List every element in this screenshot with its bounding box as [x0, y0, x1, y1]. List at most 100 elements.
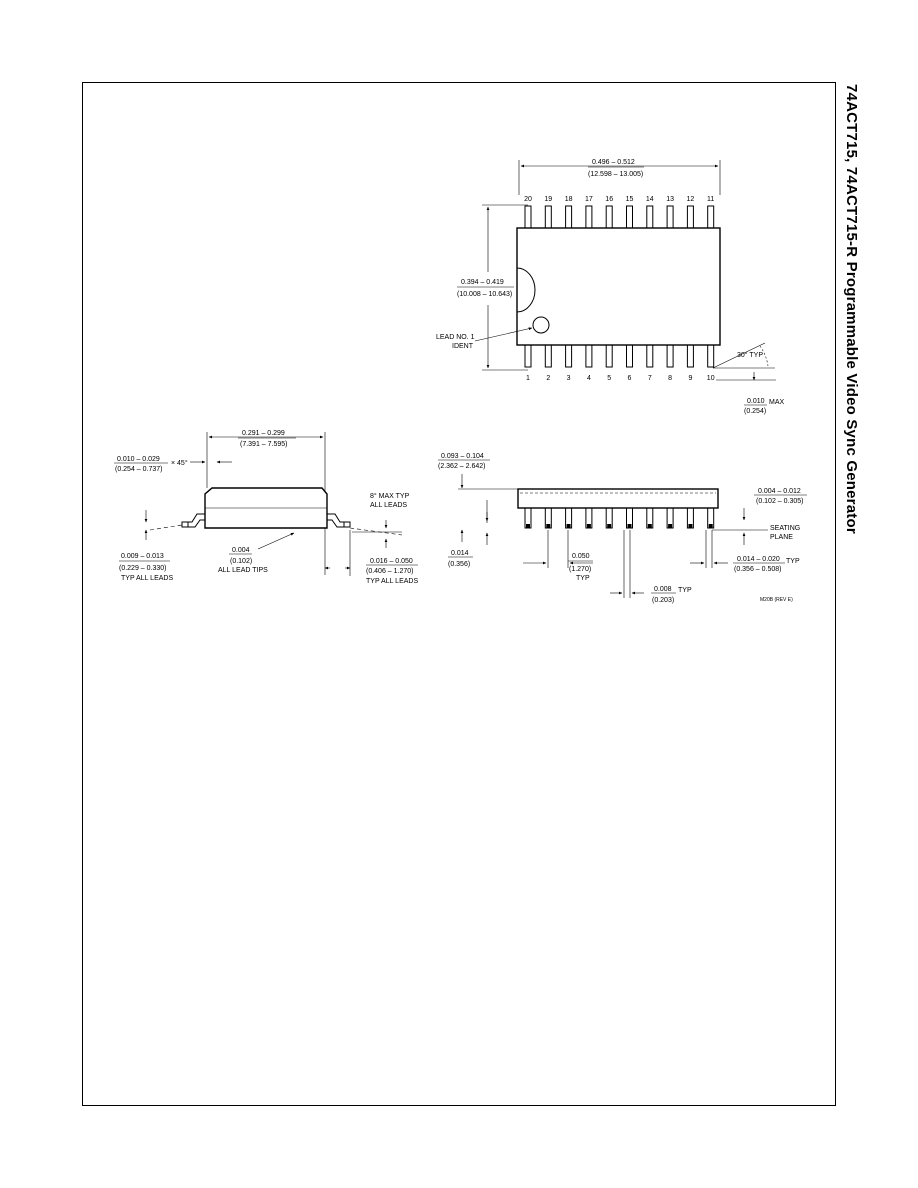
bottom-pin [707, 344, 715, 368]
tip-note: ALL LEAD TIPS [218, 567, 268, 574]
bottom-pin-number: 8 [668, 375, 672, 382]
tip-in: 0.004 [232, 547, 250, 554]
top-pin-number: 17 [585, 196, 593, 203]
chamfer-mm: (0.254 – 0.737) [115, 466, 162, 473]
top-pin [707, 205, 715, 229]
seating-2: PLANE [770, 534, 793, 541]
bottom-pin-number: 3 [567, 375, 571, 382]
top-pin [565, 205, 573, 229]
bottom-pin [686, 344, 694, 368]
bottom-pin-number: 6 [628, 375, 632, 382]
bottom-pin [544, 344, 552, 368]
lead-ident-label-1: LEAD NO. 1 [436, 334, 475, 341]
top-width-in: 0.496 – 0.512 [592, 159, 635, 166]
top-pin [524, 205, 532, 229]
foot-in: 0.016 – 0.050 [370, 558, 413, 565]
lead-thick-mm: (0.229 – 0.330) [119, 565, 166, 572]
top-pin [544, 205, 552, 229]
lead-ident-label-2: IDENT [452, 343, 474, 350]
min-in: 0.014 [451, 550, 469, 557]
pitch-mm: (1.270) [569, 566, 591, 573]
top-angle-label: 30° TYP [737, 351, 763, 359]
top-pin [626, 205, 633, 229]
standoff-in: 0.004 – 0.012 [758, 488, 801, 495]
top-pin [605, 205, 613, 229]
top-pin [686, 205, 694, 229]
top-pin-number: 13 [666, 196, 674, 203]
lead-thick-note: TYP ALL LEADS [121, 575, 173, 582]
top-max-in: 0.010 [747, 398, 765, 405]
bottom-pin [605, 344, 613, 368]
top-height-mm: (10.008 – 10.643) [457, 291, 512, 298]
pitch-in: 0.050 [572, 553, 590, 560]
left-lead [182, 513, 205, 523]
chamfer-in: 0.010 – 0.029 [117, 456, 160, 463]
package-body-top [516, 227, 721, 346]
package-body-front [517, 488, 719, 509]
top-pin [646, 205, 654, 229]
bottom-pin-number: 10 [707, 375, 715, 382]
bottom-pin-number: 2 [546, 375, 550, 382]
bottom-pin [585, 344, 593, 368]
top-pin-number: 19 [544, 196, 552, 203]
foot-mm: (0.406 – 1.270) [366, 568, 413, 575]
front-pin-foot [526, 524, 530, 528]
pitch-note: TYP [576, 575, 590, 582]
lead-1-ident-dot [532, 316, 550, 334]
gap-typ: TYP [678, 587, 692, 594]
front-pin-foot [708, 524, 713, 528]
top-pin-number: 18 [565, 196, 573, 203]
right-lead [327, 513, 350, 523]
side-width-mm: (7.391 – 7.595) [240, 441, 287, 448]
bottom-pin [666, 344, 674, 368]
top-pin-number: 20 [524, 196, 532, 203]
lead-width-typ: TYP [786, 558, 800, 565]
side-angle-2: ALL LEADS [370, 502, 407, 509]
front-pin-foot [566, 524, 571, 528]
lead-width-mm: (0.356 – 0.508) [734, 566, 781, 573]
bottom-pin [565, 344, 573, 368]
lead-width-in: 0.014 – 0.020 [737, 556, 780, 563]
side-angle-1: 8° MAX TYP [370, 492, 410, 500]
orientation-notch [516, 267, 536, 313]
front-pin-foot [688, 524, 693, 528]
top-pin-number: 14 [646, 196, 654, 203]
lead-thick-in: 0.009 – 0.013 [121, 553, 164, 560]
front-pin-foot [546, 524, 551, 528]
bottom-pin-number: 4 [587, 375, 591, 382]
tip-mm: (0.102) [230, 558, 252, 565]
bottom-pin [626, 344, 633, 368]
bottom-pin-number: 1 [526, 375, 530, 382]
front-pin-foot [607, 524, 612, 528]
front-pin-foot [668, 524, 673, 528]
bottom-pin-number: 5 [607, 375, 611, 382]
top-pin [585, 205, 593, 229]
front-pin-row [524, 507, 715, 529]
seating-1: SEATING [770, 525, 800, 532]
page-frame [82, 82, 836, 1106]
chamfer-x: × 45° [171, 459, 188, 467]
top-pin-number: 16 [605, 196, 613, 203]
standoff-mm: (0.102 – 0.305) [756, 498, 803, 505]
top-pin-number: 11 [707, 196, 714, 203]
gap-in: 0.008 [654, 586, 672, 593]
top-max-mm: (0.254) [744, 408, 766, 415]
foot-note: TYP ALL LEADS [366, 578, 418, 585]
bottom-pin-row: 1 2 3 4 5 6 7 8 9 10 [524, 344, 715, 382]
top-pin [666, 205, 674, 229]
front-height-in: 0.093 – 0.104 [441, 453, 484, 460]
top-pin-number: 12 [687, 196, 695, 203]
top-height-in: 0.394 – 0.419 [461, 279, 504, 286]
front-pin-foot [627, 524, 632, 528]
bottom-pin-number: 9 [688, 375, 692, 382]
gap-mm: (0.203) [652, 597, 674, 604]
bottom-pin-number: 7 [648, 375, 652, 382]
min-mm: (0.356) [448, 561, 470, 568]
front-height-mm: (2.362 – 2.642) [438, 463, 485, 470]
bottom-pin [524, 344, 532, 368]
front-view: 0.093 – 0.104 (2.362 – 2.642) SEATING PL… [438, 453, 807, 604]
side-view: 0.291 – 0.299 (7.391 – 7.595) 0.010 – 0.… [114, 430, 418, 585]
